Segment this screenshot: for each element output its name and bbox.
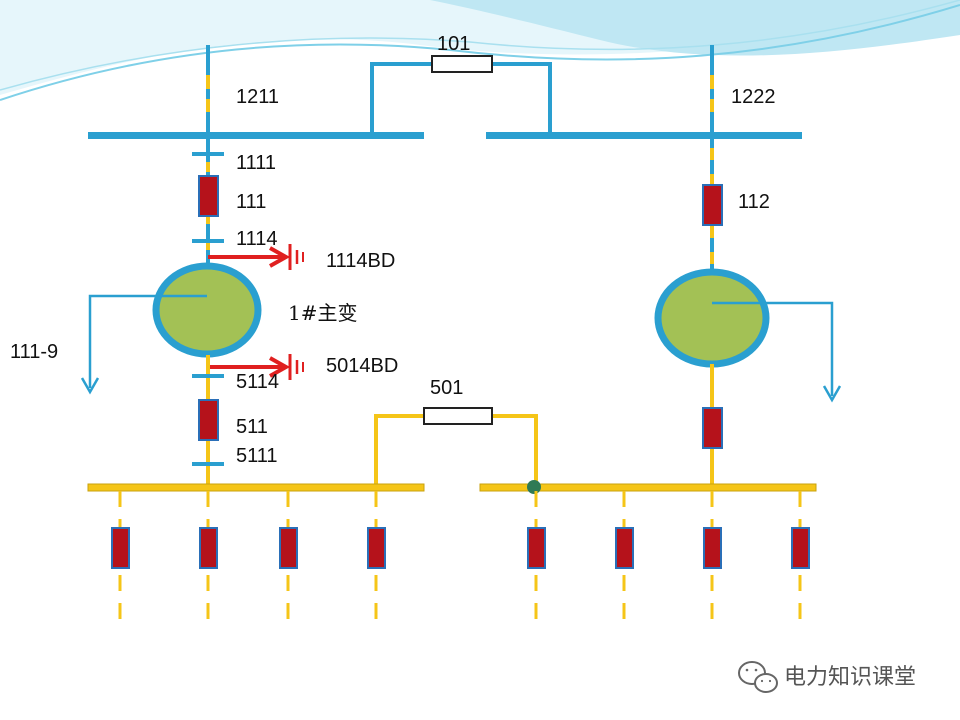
brand-watermark: 电力知识课堂	[738, 661, 916, 693]
transformer-2[interactable]	[654, 268, 770, 368]
switch-1111[interactable]	[192, 152, 224, 156]
breaker-512[interactable]	[702, 407, 723, 449]
hv-bus-tie-line	[370, 62, 432, 132]
breaker-111[interactable]	[198, 175, 219, 217]
lv-bus-2	[479, 483, 817, 492]
label-1111: 1111	[236, 152, 276, 174]
label-1114bd: 1114BD	[326, 250, 395, 272]
outgoing-feeder-6[interactable]	[615, 491, 634, 620]
hv-bus-tie-line-right	[492, 62, 552, 132]
label-511: 511	[236, 416, 268, 438]
outgoing-feeder-7[interactable]	[703, 491, 722, 620]
label-transformer-1: 1#主变	[288, 301, 357, 325]
label-501: 501	[430, 377, 463, 399]
hv-bus-1	[88, 132, 424, 139]
outgoing-feeder-3[interactable]	[279, 491, 298, 620]
transformer-1[interactable]	[152, 262, 262, 358]
lv-bus-tie-line-left	[374, 414, 424, 488]
breaker-112[interactable]	[702, 184, 723, 226]
breaker-501[interactable]	[423, 407, 493, 425]
label-111: 111	[236, 191, 266, 213]
lv-bus-tie-line-right	[492, 414, 538, 488]
label-5111: 5111	[236, 445, 278, 467]
brand-name: 电力知识课堂	[784, 665, 916, 690]
breaker-101[interactable]	[431, 55, 493, 73]
hv-bus-2	[486, 132, 802, 139]
neutral-2-line	[712, 301, 834, 396]
label-1211: 1211	[236, 86, 279, 108]
outgoing-feeder-4[interactable]	[367, 491, 386, 620]
label-101: 101	[437, 33, 470, 55]
label-1114: 1114	[236, 228, 278, 250]
switch-5114[interactable]	[192, 374, 224, 378]
lv-bus-1	[87, 483, 425, 492]
outgoing-feeder-1[interactable]	[111, 491, 130, 620]
ground-switch-5014bd[interactable]	[208, 354, 304, 380]
switch-5111[interactable]	[192, 462, 224, 466]
label-1222: 1222	[731, 86, 776, 108]
neutral-111-9-line	[88, 294, 207, 388]
neutral-111-9-arrow	[80, 377, 100, 395]
label-111-9: 111-9	[10, 341, 58, 363]
header-wave-decoration	[0, 0, 960, 101]
neutral-2-arrow	[822, 385, 842, 403]
label-5114: 5114	[236, 371, 279, 393]
outgoing-feeder-5[interactable]	[527, 491, 546, 620]
switch-1114[interactable]	[192, 239, 224, 243]
label-112: 112	[738, 191, 770, 213]
outgoing-feeder-8[interactable]	[791, 491, 810, 620]
label-5014bd: 5014BD	[326, 355, 398, 377]
ground-switch-1114bd[interactable]	[208, 244, 304, 270]
outgoing-feeder-2[interactable]	[199, 491, 218, 620]
wechat-icon	[738, 661, 778, 693]
lv-bus-tie-node	[527, 480, 541, 494]
breaker-511[interactable]	[198, 399, 219, 441]
